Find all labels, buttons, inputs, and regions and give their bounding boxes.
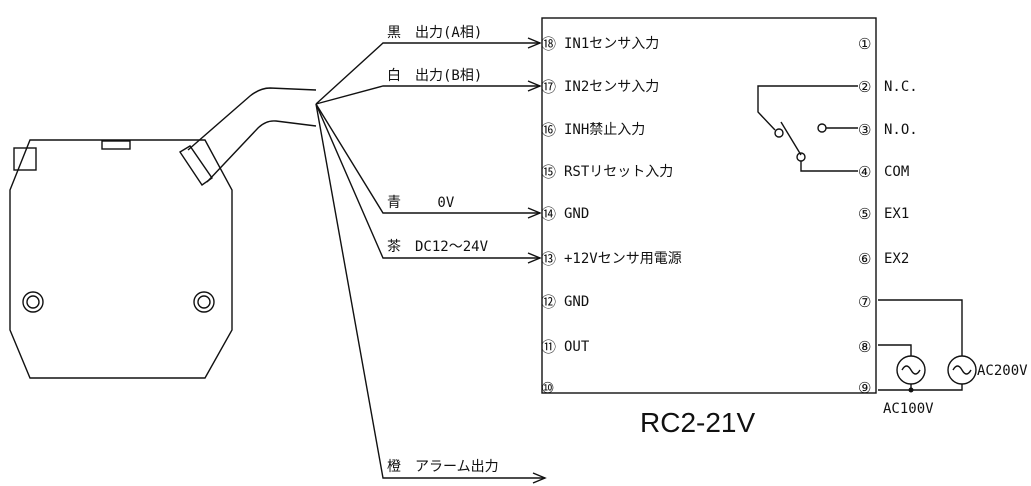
terminal-11-number: ⑪ xyxy=(541,338,556,356)
ac200v-source-icon xyxy=(947,355,977,385)
wire-blue: 青 0V xyxy=(315,103,542,219)
ac-wiring: AC200V AC100V xyxy=(878,299,1028,417)
terminal-2-number: ② xyxy=(858,78,871,96)
terminal-12-number: ⑫ xyxy=(541,293,556,311)
terminal-3-label: N.O. xyxy=(884,122,918,138)
sensor-cable xyxy=(187,87,317,183)
terminal-14-number: ⑭ xyxy=(541,205,556,223)
sensor-unit xyxy=(9,87,317,379)
terminal-6-label: EX2 xyxy=(884,251,909,267)
wire-white: 白 出力(B相) xyxy=(315,68,542,105)
terminal-17-number: ⑰ xyxy=(541,78,556,96)
terminal-13-label: +12Vセンサ用電源 xyxy=(564,251,682,267)
terminal-7-number: ⑦ xyxy=(858,293,871,311)
terminal-11-label: OUT xyxy=(564,339,590,355)
wire-white-label: 白 出力(B相) xyxy=(387,68,482,84)
terminal-15-number: ⑮ xyxy=(541,163,556,181)
terminal-18-number: ⑱ xyxy=(541,35,556,53)
terminal-12-label: GND xyxy=(564,294,589,310)
terminal-10-number: ⑩ xyxy=(541,379,554,397)
ac200v-label: AC200V xyxy=(977,363,1028,379)
terminal-4-label: COM xyxy=(884,164,909,180)
terminal-2-label: N.C. xyxy=(884,79,918,95)
terminal-16-number: ⑯ xyxy=(541,121,556,139)
wire-orange: 橙 アラーム出力 xyxy=(315,103,547,484)
controller-box xyxy=(541,17,877,394)
junction-dot xyxy=(908,387,914,393)
terminal-6-number: ⑥ xyxy=(858,250,871,268)
terminal-9-number: ⑨ xyxy=(858,379,871,397)
terminal-13-number: ⑬ xyxy=(541,250,556,268)
ac100v-source-icon xyxy=(896,355,926,385)
terminal-4-number: ④ xyxy=(858,163,871,181)
terminal-3-number: ③ xyxy=(858,121,871,139)
terminal-15-label: RSTリセット入力 xyxy=(564,164,673,180)
left-terminals: ⑱ IN1センサ入力 ⑰ IN2センサ入力 ⑯ INH禁止入力 ⑮ RSTリセッ… xyxy=(541,35,682,397)
mount-hole-right xyxy=(193,291,215,313)
wire-black: 黒 出力(A相) xyxy=(315,25,542,105)
wire-blue-label: 青 0V xyxy=(387,195,455,211)
ac100v-label: AC100V xyxy=(883,401,934,417)
wire-brown-label: 茶 DC12～24V xyxy=(387,239,489,255)
terminal-1-number: ① xyxy=(858,35,871,53)
terminal-8-number: ⑧ xyxy=(858,338,871,356)
wire-brown: 茶 DC12～24V xyxy=(315,103,542,264)
terminal-17-label: IN2センサ入力 xyxy=(564,79,659,95)
model-label: RC2-21V xyxy=(640,407,755,438)
wire-black-label: 黒 出力(A相) xyxy=(387,25,482,41)
terminal-14-label: GND xyxy=(564,206,589,222)
wire-orange-label: 橙 アラーム出力 xyxy=(387,459,499,475)
terminal-5-number: ⑤ xyxy=(858,205,871,223)
terminal-18-label: IN1センサ入力 xyxy=(564,36,659,52)
terminal-5-label: EX1 xyxy=(884,206,909,222)
terminal-16-label: INH禁止入力 xyxy=(564,122,645,138)
relay-contact xyxy=(757,85,858,172)
right-terminals: ① ② N.C. ③ N.O. ④ COM ⑤ EX1 ⑥ EX2 ⑦ ⑧ ⑨ xyxy=(858,35,918,397)
mount-hole-left xyxy=(22,291,44,313)
